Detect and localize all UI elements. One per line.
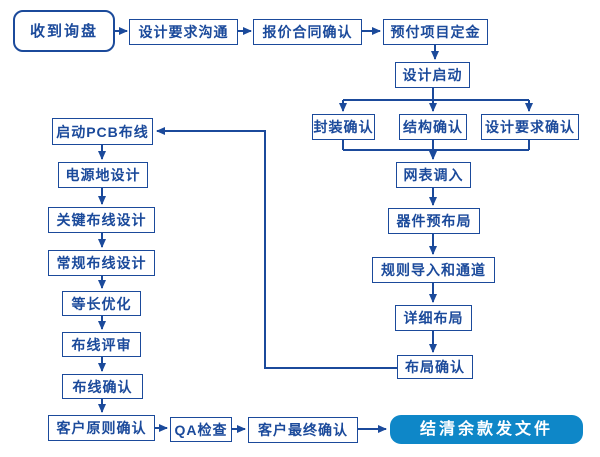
node-settle-balance-release-files: 结清余款发文件 [390, 415, 583, 444]
branch-spine [343, 88, 529, 101]
node-design-kickoff: 设计启动 [395, 62, 470, 88]
node-start-pcb-routing: 启动PCB布线 [52, 118, 153, 145]
node-power-ground-design: 电源地设计 [58, 162, 148, 188]
node-customer-final-confirm: 客户最终确认 [248, 417, 358, 443]
node-netlist-import: 网表调入 [396, 162, 471, 188]
node-package-confirm: 封装确认 [312, 114, 375, 140]
node-placement-confirm: 布局确认 [397, 355, 473, 379]
node-critical-routing-design: 关键布线设计 [48, 207, 155, 233]
node-design-requirement-confirm: 设计要求确认 [481, 114, 579, 140]
arrow-placement-confirm-to-pcb-routing [156, 127, 397, 369]
node-detailed-placement: 详细布局 [395, 305, 472, 331]
node-rules-import-and-channel: 规则导入和通道 [372, 257, 495, 283]
node-project-deposit-prepay: 预付项目定金 [383, 19, 488, 45]
node-receive-inquiry: 收到询盘 [13, 10, 115, 52]
node-quote-contract-confirm: 报价合同确认 [253, 19, 362, 45]
node-length-matching-optimization: 等长优化 [62, 291, 141, 316]
node-design-requirement-communication: 设计要求沟通 [129, 19, 238, 45]
node-general-routing-design: 常规布线设计 [48, 250, 155, 276]
node-structure-confirm: 结构确认 [399, 114, 467, 140]
node-component-preplacement: 器件预布局 [388, 208, 480, 234]
node-routing-confirm: 布线确认 [62, 374, 143, 399]
converge-spine [342, 140, 530, 151]
node-routing-review: 布线评审 [62, 332, 141, 357]
node-customer-principle-confirm: 客户原则确认 [48, 415, 155, 441]
node-qa-check: QA检查 [170, 417, 232, 442]
